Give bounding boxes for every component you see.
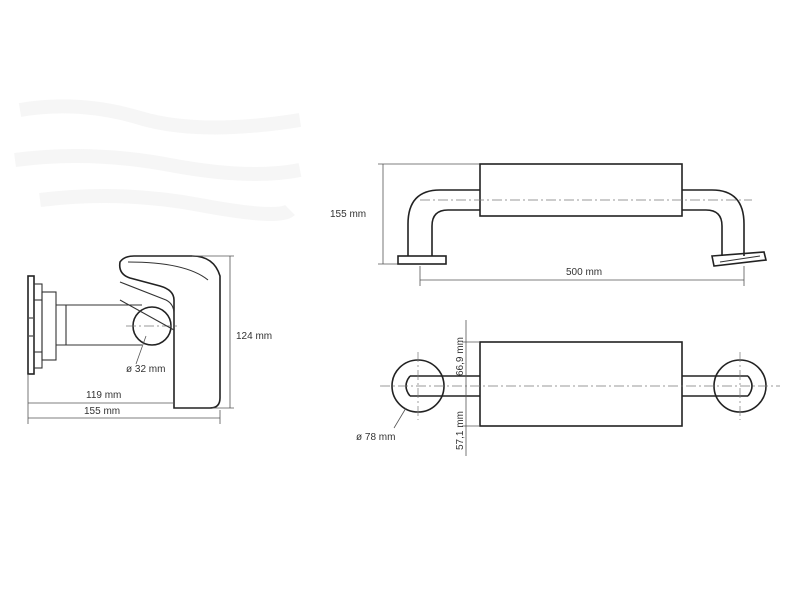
bracket-housing: [118, 255, 221, 409]
depth-119-label: 119 mm: [86, 390, 121, 401]
support-arm: [56, 304, 142, 346]
left-flange: [397, 255, 447, 265]
rail-diameter-label: ø 32 mm: [126, 364, 165, 375]
side-view: 124 mm ø 32 mm 119 mm 155 mm: [27, 255, 272, 424]
bent-tube: [407, 189, 745, 256]
right-flange: [711, 251, 767, 267]
grip-cover-top: [479, 341, 683, 427]
depth-155-label: 155 mm: [84, 406, 120, 417]
watermark: [14, 99, 302, 221]
flange-diameter-label: ø 78 mm: [356, 432, 395, 443]
top-view: 66,9 mm 57,1 mm ø 78 mm: [356, 320, 780, 456]
rail-height-label: 155 mm: [330, 209, 366, 220]
height-dimension-label: 124 mm: [236, 331, 272, 342]
wall-plate: [27, 275, 35, 375]
lower-offset-label: 57,1 mm: [455, 411, 466, 450]
grip-cover: [479, 163, 683, 217]
rail-length-label: 500 mm: [566, 267, 602, 278]
upper-offset-label: 66,9 mm: [455, 337, 466, 376]
front-view: 155 mm 500 mm: [330, 163, 767, 286]
